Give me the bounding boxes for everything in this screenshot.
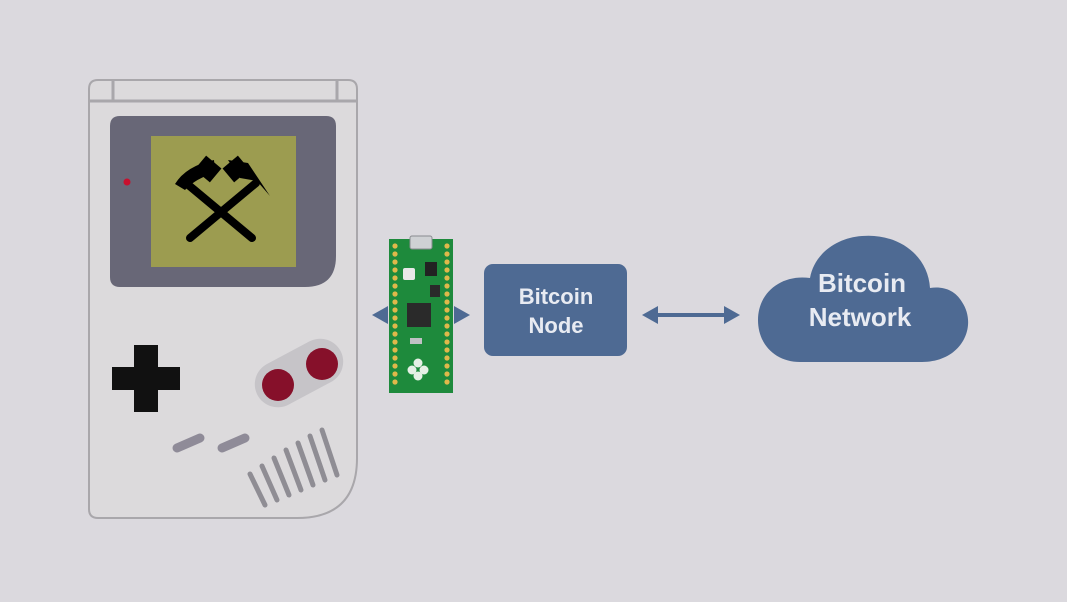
network-label-line2: Network <box>809 302 912 332</box>
double-arrow <box>642 306 740 324</box>
bootsel-button <box>403 268 415 280</box>
console-screen <box>151 136 296 267</box>
small-chip <box>425 262 437 276</box>
b-button <box>262 369 294 401</box>
crossed-hammers-icon <box>175 155 270 242</box>
power-led <box>123 178 131 186</box>
select-button <box>172 433 205 453</box>
network-label-line1: Bitcoin <box>818 268 906 298</box>
usb-connector <box>409 235 433 250</box>
node-label-line1: Bitcoin <box>519 284 594 309</box>
speaker-grille <box>247 427 340 508</box>
right-arrowhead <box>454 306 470 324</box>
crystal <box>410 338 422 344</box>
pcb-pins-left <box>392 243 398 385</box>
a-button <box>306 348 338 380</box>
start-button <box>217 433 250 453</box>
node-box <box>484 264 627 356</box>
dpad <box>112 345 180 412</box>
handheld-console <box>88 79 358 519</box>
rp2040-chip <box>407 303 431 327</box>
flash-chip <box>430 285 440 297</box>
node-label-line2: Node <box>529 313 584 338</box>
left-arrowhead <box>372 306 388 324</box>
bitcoin-network-cloud: Bitcoin Network <box>758 235 969 362</box>
pcb-pins-right <box>444 243 450 385</box>
raspberry-pi-pico-board <box>372 235 470 393</box>
cloud-shape <box>758 235 969 362</box>
raspberry-logo-icon <box>407 358 429 381</box>
bitcoin-node: Bitcoin Node <box>484 264 627 356</box>
